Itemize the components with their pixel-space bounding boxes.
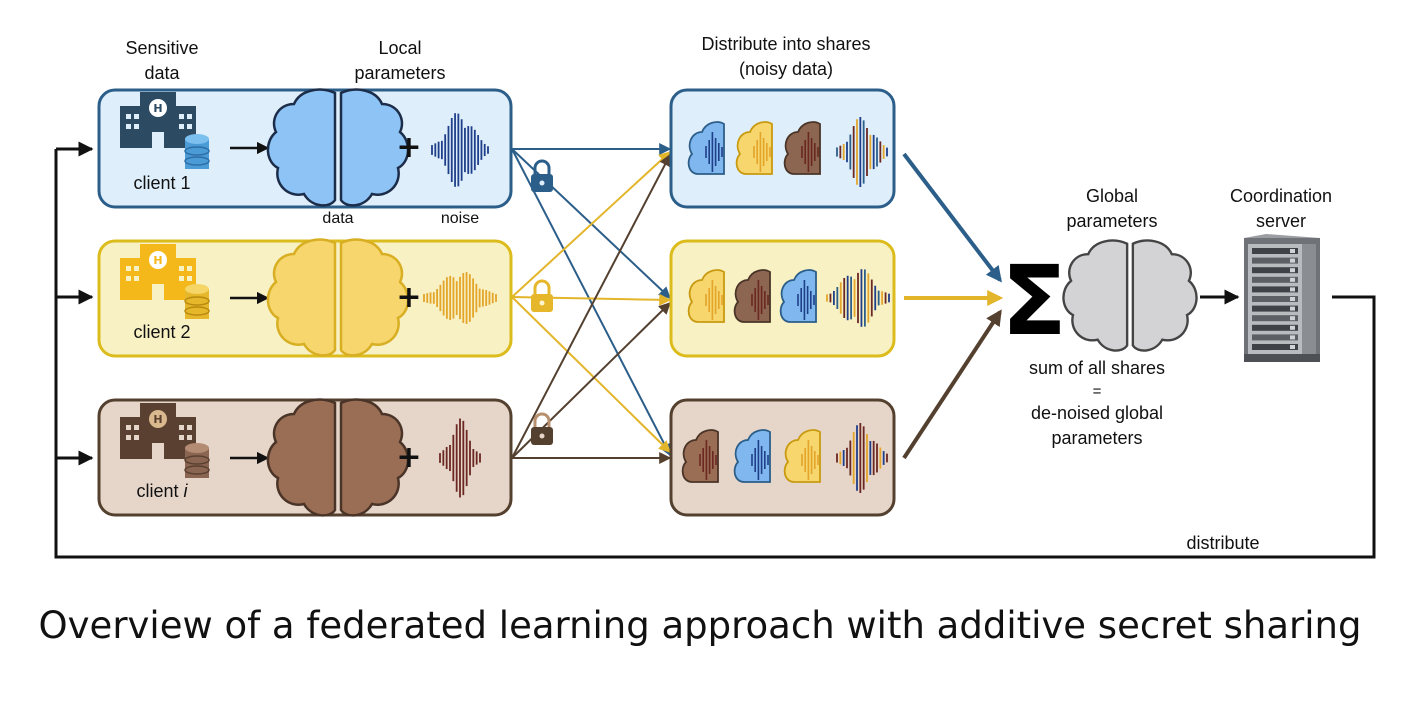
server-led [1290, 306, 1295, 311]
lock-icon [531, 412, 553, 445]
share-piece [733, 269, 771, 323]
noise-wave-icon [836, 422, 888, 494]
server-led [1290, 316, 1295, 321]
database-icon [184, 284, 210, 319]
lock-icon [531, 159, 553, 192]
server-slot [1252, 334, 1298, 341]
noise-wave-icon [826, 269, 890, 327]
server-led [1290, 258, 1295, 263]
server-slot [1252, 286, 1298, 293]
server-slot [1252, 257, 1298, 264]
label-local: Local [378, 38, 421, 58]
label-distribute-into-shares: Distribute into shares [701, 34, 870, 54]
label-server: server [1256, 211, 1306, 231]
server-slot [1252, 305, 1298, 312]
share-box-3 [669, 398, 896, 517]
plus-sign: + [396, 440, 421, 475]
share-piece [681, 429, 719, 483]
label-noise: noise [441, 210, 479, 227]
share-box-1 [669, 88, 896, 209]
share-piece [735, 121, 773, 175]
svg-text:sum of all shares: sum of all shares [1029, 358, 1165, 378]
label-data: data [322, 210, 353, 227]
server-led [1290, 287, 1295, 292]
server-led [1290, 277, 1295, 282]
sum-description: sum of all shares = de-noised global par… [1029, 358, 1165, 448]
header-sensitive-data: Sensitive data [125, 38, 198, 83]
client-2-label: client 2 [133, 322, 190, 342]
share-piece [783, 121, 821, 175]
feedback-loop [54, 141, 1376, 559]
client-2-box: H client 2 + [97, 238, 513, 358]
label-distribute: distribute [1186, 533, 1259, 553]
server-slot [1252, 296, 1298, 302]
database-icon [184, 443, 210, 478]
server-led [1290, 345, 1295, 349]
sum-arrows [902, 152, 1004, 460]
plus-sign: + [396, 130, 421, 165]
label-global-parameters: parameters [1066, 211, 1157, 231]
server-slot [1252, 315, 1298, 322]
header-global-parameters: Global parameters [1066, 186, 1157, 231]
hospital-icon: H [120, 403, 196, 459]
server-led [1290, 325, 1295, 330]
server-led [1290, 249, 1295, 253]
label-data-word: data [144, 63, 180, 83]
header-coordination-server: Coordination server [1230, 186, 1332, 231]
client-1-box: H client 1 + data noise [97, 88, 513, 227]
svg-text:de-noised global: de-noised global [1031, 403, 1163, 423]
svg-text:H: H [153, 254, 162, 267]
share-piece [687, 121, 725, 175]
server-led [1290, 335, 1295, 340]
server-slot [1252, 248, 1298, 254]
noise-wave-icon [836, 116, 888, 188]
label-parameters: parameters [354, 63, 445, 83]
plus-sign: + [396, 280, 421, 315]
svg-text:H: H [153, 102, 162, 115]
server-icon [1244, 234, 1320, 362]
client-i-label: client i [136, 481, 188, 501]
server-slot [1252, 324, 1298, 331]
noise-wave-icon [431, 113, 489, 187]
server-slot [1252, 344, 1298, 350]
label-noisy-data: (noisy data) [739, 59, 833, 79]
figure-caption: Overview of a federated learning approac… [39, 604, 1362, 647]
share-piece [779, 269, 817, 323]
header-local-parameters: Local parameters [354, 38, 445, 83]
header-distribute-shares: Distribute into shares (noisy data) [701, 34, 870, 79]
label-coordination: Coordination [1230, 186, 1332, 206]
noise-wave-icon [439, 418, 481, 498]
distribute-line [54, 149, 1376, 559]
svg-text:=: = [1093, 383, 1102, 400]
svg-text:parameters: parameters [1051, 428, 1142, 448]
client-1-label: client 1 [133, 173, 190, 193]
brain-icon [1062, 239, 1198, 352]
share-piece [733, 429, 771, 483]
share-box-2 [669, 239, 896, 358]
hospital-icon: H [120, 92, 196, 148]
svg-text:H: H [153, 413, 162, 426]
server-slot [1252, 276, 1298, 283]
share-piece [783, 429, 821, 483]
server-led [1290, 297, 1295, 301]
client-i-box: H client i + [97, 398, 513, 517]
server-led [1290, 268, 1295, 273]
noise-wave-icon [423, 272, 497, 324]
server-slot [1252, 267, 1298, 274]
hospital-icon: H [120, 244, 196, 300]
label-global: Global [1086, 186, 1138, 206]
database-icon [184, 134, 210, 169]
sigma-symbol: Σ [1001, 245, 1067, 357]
share-piece [687, 269, 725, 323]
label-sensitive: Sensitive [125, 38, 198, 58]
lock-icon [531, 279, 553, 312]
